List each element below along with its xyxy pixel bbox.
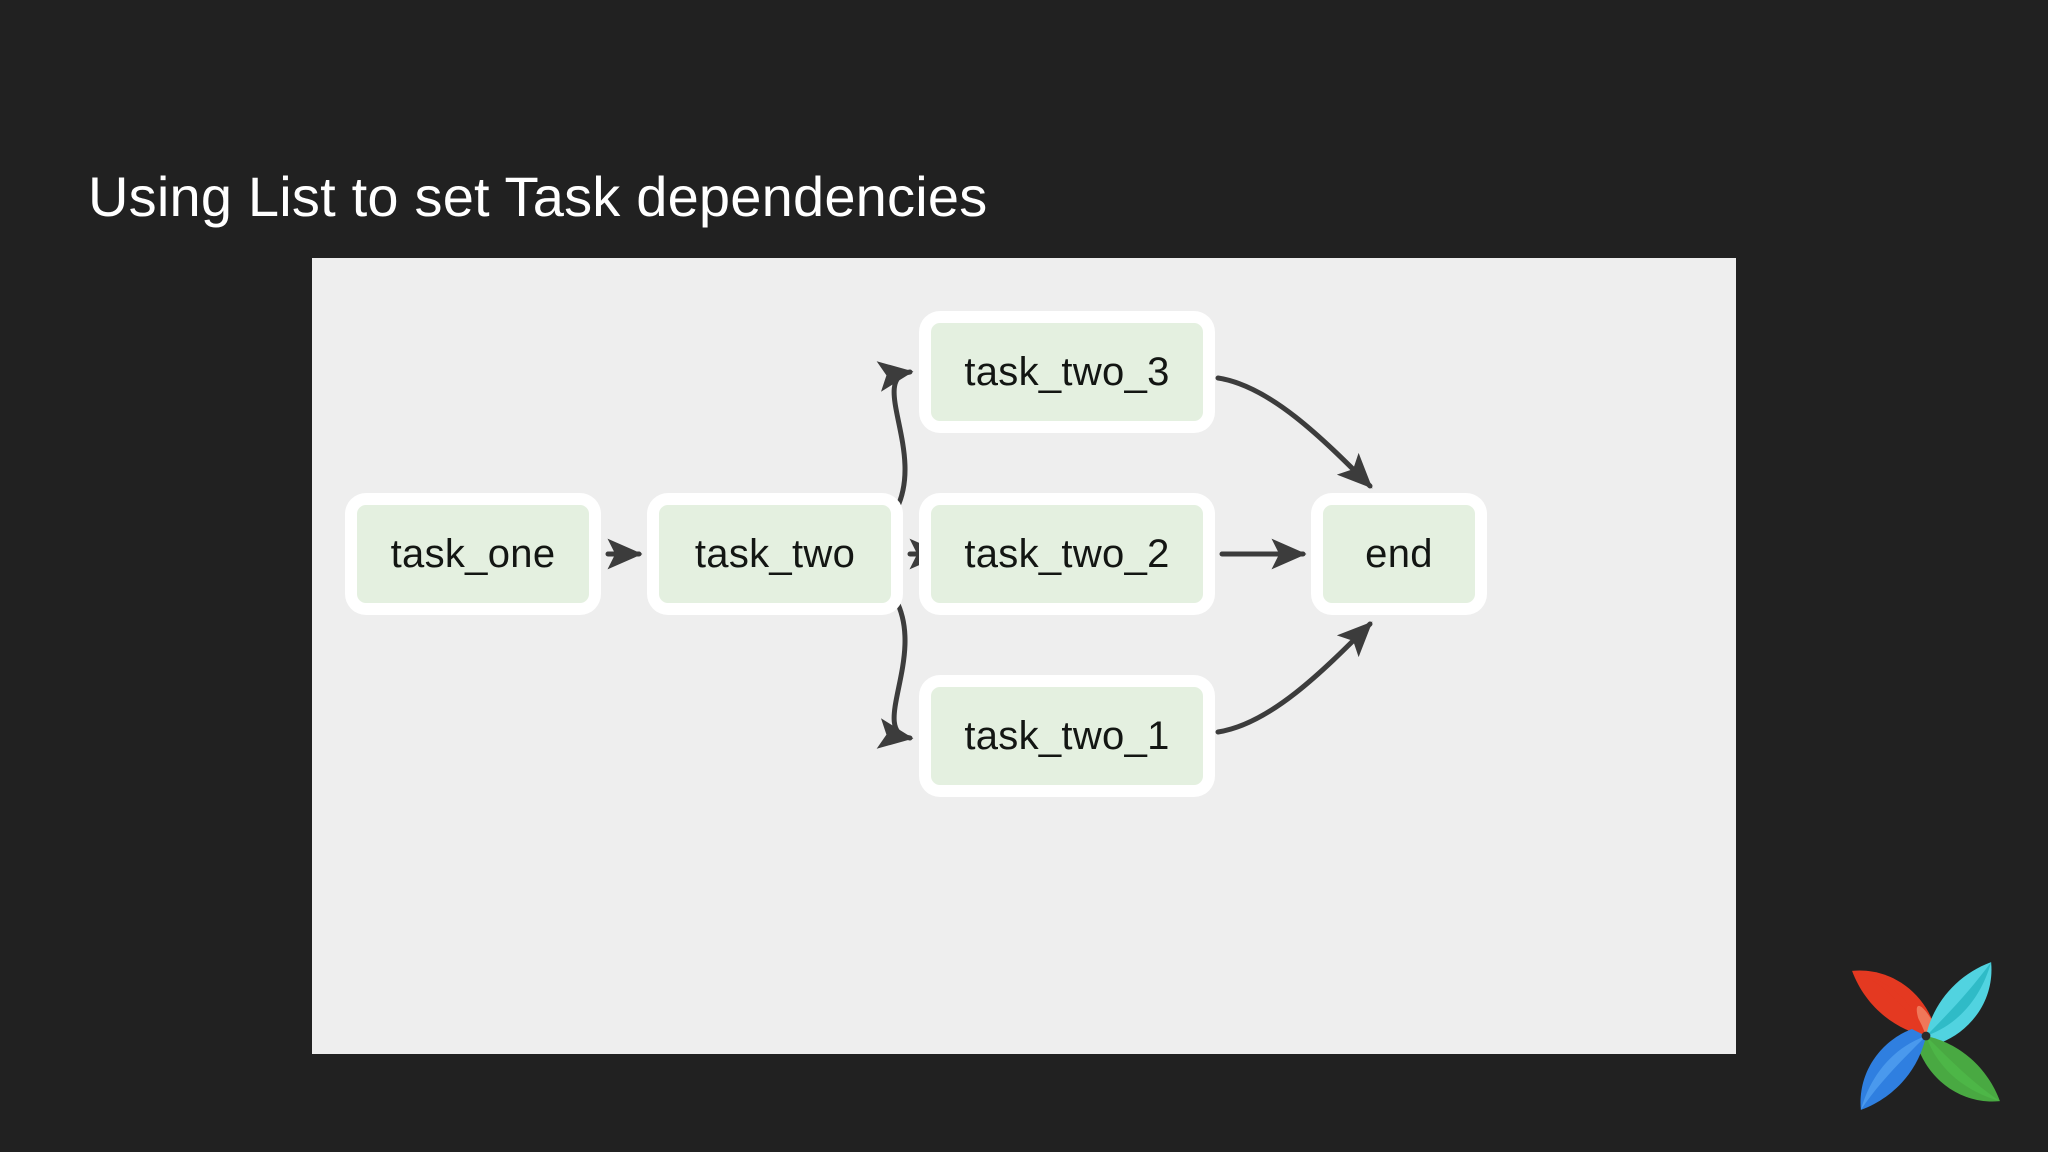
dag-node-label: task_two_1	[964, 713, 1170, 758]
dag-edges-svg	[605, 361, 1373, 749]
apache-airflow-logo-icon	[1838, 948, 2014, 1124]
dag-node-label: task_two	[694, 531, 856, 576]
dag-node-task-two-3[interactable]: task_two_3	[922, 314, 1212, 430]
edge-task-two-1-to-end-curve	[1215, 621, 1373, 735]
dag-node-label: task_two_3	[964, 349, 1170, 394]
dag-node-task-two[interactable]: task_two	[650, 496, 900, 612]
dag-node-task-one[interactable]: task_one	[348, 496, 598, 612]
dag-node-label: task_one	[390, 531, 556, 576]
dag-node-end[interactable]: end	[1314, 496, 1484, 612]
edge-task-two-to-task-two-3-curve	[876, 361, 914, 513]
dag-graph-panel: task_one task_two task_two_3 task_two_2 …	[312, 258, 1736, 1054]
dag-node-label: task_two_2	[964, 531, 1170, 576]
dag-node-label: end	[1365, 531, 1433, 576]
edge-task-two-to-task-two-1-curve	[876, 597, 914, 749]
dag-node-task-two-2[interactable]: task_two_2	[922, 496, 1212, 612]
edge-task-two-3-to-end-curve	[1215, 375, 1373, 489]
page-title: Using List to set Task dependencies	[88, 164, 988, 228]
dag-node-task-two-1[interactable]: task_two_1	[922, 678, 1212, 794]
